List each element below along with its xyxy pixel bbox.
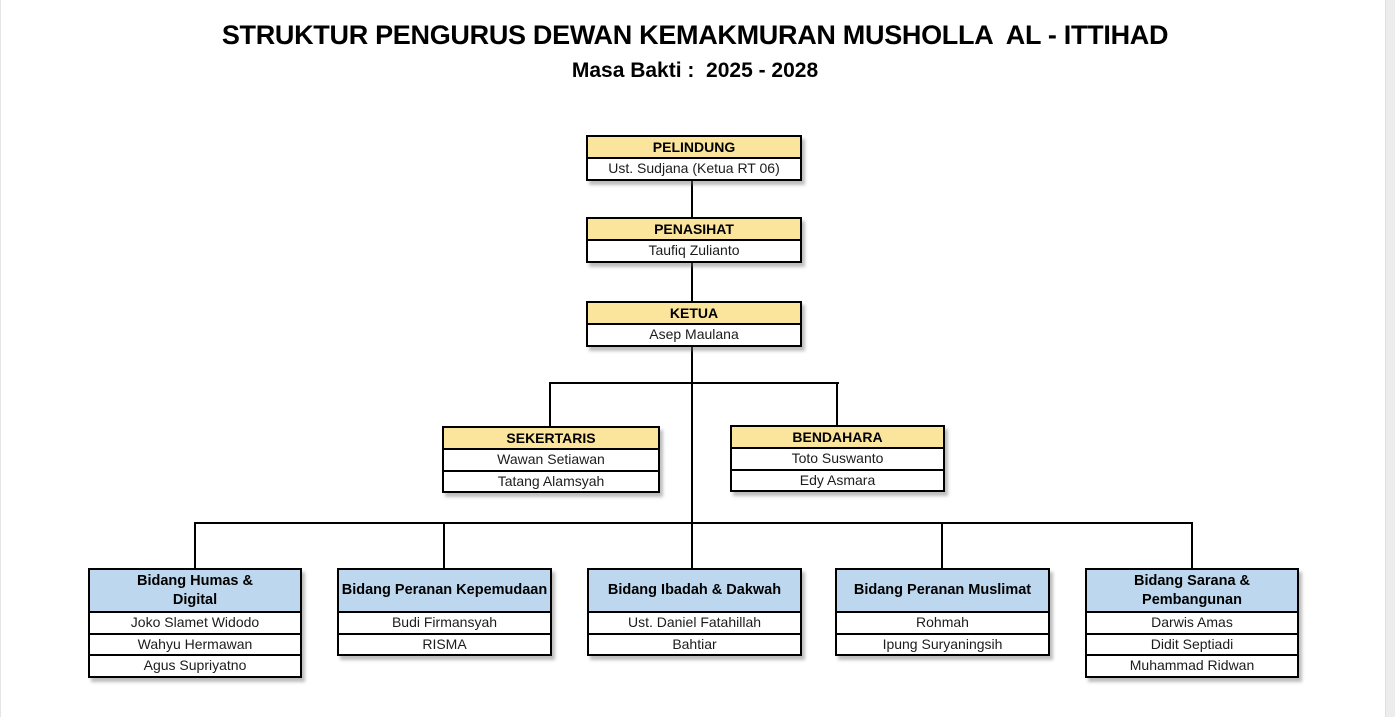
- node-bidang-muslimat-title: Bidang Peranan Muslimat: [837, 570, 1048, 613]
- node-bendahara: BENDAHARA Toto Suswanto Edy Asmara: [730, 425, 945, 492]
- connector-ketua-trunk: [691, 343, 693, 568]
- right-edge-strip: [1385, 0, 1395, 717]
- node-title-text: Bidang Ibadah & Dakwah: [607, 582, 782, 598]
- connector-drop-bidang-4: [941, 522, 943, 568]
- node-bidang-sarana-member-2: Didit Septiadi: [1087, 632, 1297, 654]
- node-penasihat-title: PENASIHAT: [588, 219, 800, 241]
- node-ketua: KETUA Asep Maulana: [586, 301, 802, 347]
- node-bendahara-member-1: Toto Suswanto: [732, 449, 943, 469]
- node-penasihat-member: Taufiq Zulianto: [588, 241, 800, 261]
- node-sekertaris-title: SEKERTARIS: [444, 428, 658, 450]
- node-bidang-sarana-member-1: Darwis Amas: [1087, 613, 1297, 633]
- connector-drop-bidang-1: [194, 522, 196, 568]
- connector-drop-bidang-5: [1191, 522, 1193, 568]
- connector-sek-bend-bar: [549, 382, 839, 384]
- node-pelindung-title: PELINDUNG: [588, 137, 800, 159]
- node-bidang-humas-member-2: Wahyu Hermawan: [90, 632, 300, 654]
- connector-drop-sekertaris: [549, 382, 551, 426]
- node-sekertaris-member-1: Wawan Setiawan: [444, 450, 658, 470]
- left-edge-hairline: [0, 0, 1, 717]
- node-penasihat: PENASIHAT Taufiq Zulianto: [586, 217, 802, 263]
- node-bidang-ibadah-dakwah: Bidang Ibadah & Dakwah Ust. Daniel Fatah…: [587, 568, 802, 656]
- connector-penasihat-ketua: [691, 260, 693, 301]
- node-bidang-sarana-title: Bidang Sarana & Pembangunan: [1087, 570, 1297, 613]
- node-sekertaris-member-2: Tatang Alamsyah: [444, 469, 658, 491]
- node-bidang-kepemudaan-member-1: Budi Firmansyah: [339, 613, 550, 633]
- connector-drop-bidang-2: [443, 522, 445, 568]
- node-title-text: Bidang Humas & Digital: [136, 572, 253, 608]
- chart-subtitle: Masa Bakti : 2025 - 2028: [571, 59, 819, 82]
- connector-bidang-bus: [194, 522, 1193, 524]
- chart-title: STRUKTUR PENGURUS DEWAN KEMAKMURAN MUSHO…: [221, 20, 1169, 50]
- node-bidang-ibadah-member-1: Ust. Daniel Fatahillah: [589, 613, 800, 633]
- node-ketua-member: Asep Maulana: [588, 325, 800, 345]
- node-bidang-kepemudaan-title: Bidang Peranan Kepemudaan: [339, 570, 550, 613]
- node-bidang-kepemudaan-member-2: RISMA: [339, 632, 550, 654]
- node-pelindung-member: Ust. Sudjana (Ketua RT 06): [588, 159, 800, 179]
- node-bidang-muslimat: Bidang Peranan Muslimat Rohmah Ipung Sur…: [835, 568, 1050, 656]
- node-sekertaris: SEKERTARIS Wawan Setiawan Tatang Alamsya…: [442, 426, 660, 493]
- node-title-text: Bidang Peranan Kepemudaan: [341, 582, 548, 598]
- node-bidang-muslimat-member-1: Rohmah: [837, 613, 1048, 633]
- node-bidang-humas-member-1: Joko Slamet Widodo: [90, 613, 300, 633]
- node-bidang-sarana-pembangunan: Bidang Sarana & Pembangunan Darwis Amas …: [1085, 568, 1299, 678]
- node-bidang-humas-digital: Bidang Humas & Digital Joko Slamet Widod…: [88, 568, 302, 678]
- node-title-text: Bidang Peranan Muslimat: [853, 582, 1032, 598]
- node-bidang-ibadah-member-2: Bahtiar: [589, 632, 800, 654]
- node-pelindung: PELINDUNG Ust. Sudjana (Ketua RT 06): [586, 135, 802, 181]
- node-ketua-title: KETUA: [588, 303, 800, 325]
- node-bidang-sarana-member-3: Muhammad Ridwan: [1087, 654, 1297, 676]
- node-bidang-kepemudaan: Bidang Peranan Kepemudaan Budi Firmansya…: [337, 568, 552, 656]
- node-bidang-humas-digital-title: Bidang Humas & Digital: [90, 570, 300, 613]
- connector-pelindung-penasihat: [691, 178, 693, 217]
- node-bidang-humas-member-3: Agus Supriyatno: [90, 654, 300, 676]
- node-title-text: Bidang Sarana & Pembangunan: [1133, 572, 1251, 608]
- node-bidang-ibadah-dakwah-title: Bidang Ibadah & Dakwah: [589, 570, 800, 613]
- node-bendahara-member-2: Edy Asmara: [732, 468, 943, 490]
- node-bidang-muslimat-member-2: Ipung Suryaningsih: [837, 632, 1048, 654]
- connector-drop-bendahara: [836, 382, 838, 425]
- node-bendahara-title: BENDAHARA: [732, 427, 943, 449]
